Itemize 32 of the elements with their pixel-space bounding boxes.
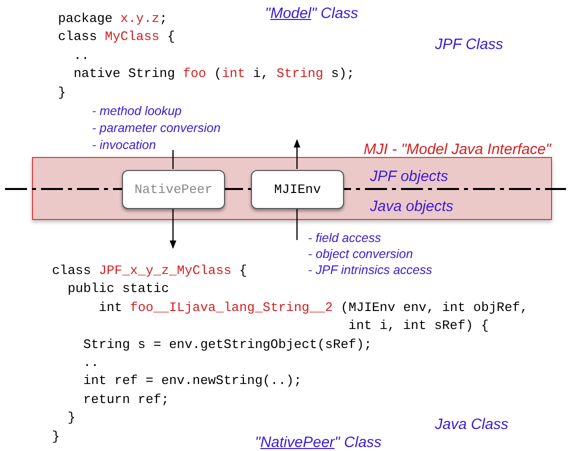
- arrow: [294, 139, 300, 169]
- layer-label: Java objects: [370, 197, 454, 217]
- code-line: }: [52, 428, 60, 446]
- class-caption: Java Class: [435, 415, 508, 435]
- code-line: class MyClass {: [58, 28, 176, 46]
- code-line: int i, int sRef) {: [348, 317, 489, 336]
- class-caption: "Model" Class: [265, 4, 358, 24]
- code-line: ..: [83, 354, 99, 372]
- note-text: - method lookup: [92, 103, 182, 120]
- note-text: - JPF intrinsics access: [308, 262, 432, 279]
- code-line: String s = env.getStringObject(sRef);: [83, 336, 372, 354]
- note-text: - field access: [308, 230, 381, 247]
- class-caption: JPF Class: [435, 35, 504, 55]
- code-line: }: [58, 84, 66, 102]
- code-line: int ref = env.newString(..);: [83, 372, 302, 390]
- code-line: native String foo (int i, String s);: [74, 65, 354, 84]
- layer-label: JPF objects: [370, 167, 448, 187]
- interface-title: MJI - "Model Java Interface": [364, 140, 551, 160]
- code-line: public static: [68, 280, 170, 298]
- class-caption: "NativePeer" Class: [255, 433, 382, 451]
- arrow: [170, 208, 176, 249]
- component-box: MJIEnv: [251, 170, 344, 209]
- note-text: - invocation: [92, 137, 156, 154]
- component-box: NativePeer: [122, 170, 225, 209]
- note-text: - parameter conversion: [92, 120, 221, 137]
- code-line: }: [68, 409, 76, 428]
- code-line: package x.y.z;: [58, 10, 168, 28]
- code-line: ..: [74, 46, 90, 65]
- code-line: return ref;: [83, 390, 170, 409]
- code-line: int foo__ILjava_lang_String__2 (MJIEnv env, int objRef,: [98, 298, 528, 317]
- code-line: class JPF_x_y_z_MyClass {: [52, 262, 248, 280]
- note-text: - object conversion: [308, 246, 413, 263]
